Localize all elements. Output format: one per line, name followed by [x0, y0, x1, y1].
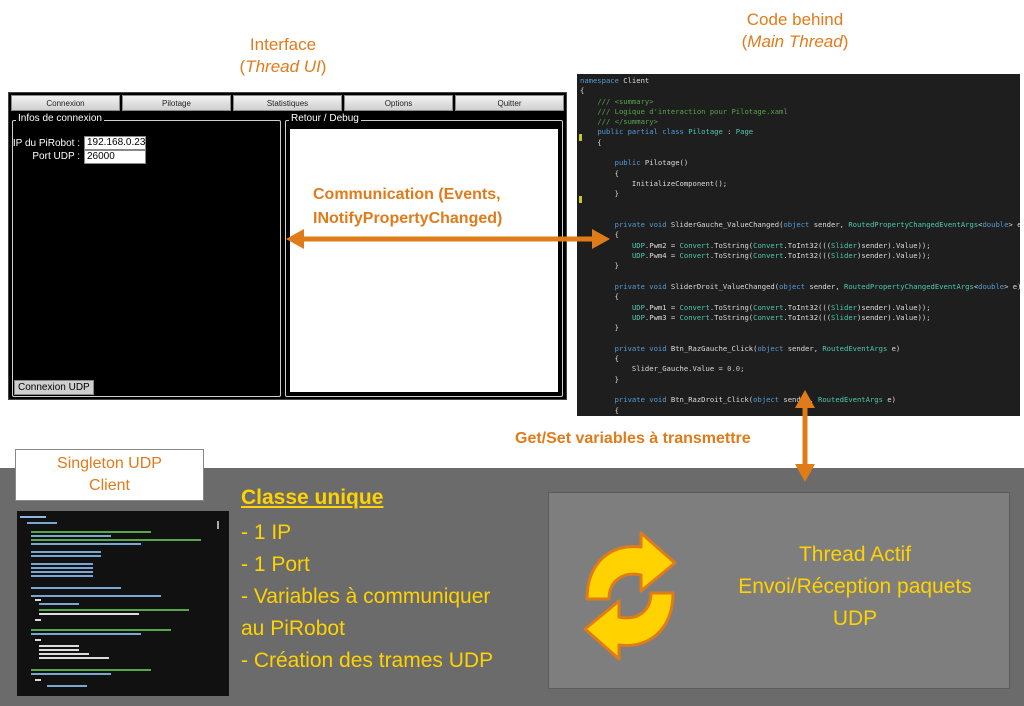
bullet-variables: - Variables à communiquer — [241, 585, 491, 608]
bullet-port: - 1 Port — [241, 553, 310, 576]
tab-connexion[interactable]: Connexion — [11, 95, 120, 111]
ip-label: IP du PiRobot : — [12, 138, 80, 149]
classe-unique-title: Classe unique — [241, 486, 384, 509]
communication-label: Communication (Events, INotifyPropertyCh… — [313, 186, 503, 227]
debug-textbox[interactable] — [290, 129, 558, 392]
gutter-mark — [579, 196, 582, 203]
ip-input[interactable]: 192.168.0.23 — [84, 136, 146, 150]
bullet-trames: - Création des trames UDP — [241, 649, 494, 672]
infos-connexion-group: Infos de connexion IP du PiRobot : 192.1… — [12, 113, 281, 397]
tab-options[interactable]: Options — [344, 95, 453, 111]
thread-line2: Envoi/Réception paquets — [738, 575, 972, 598]
singleton-line1: Singleton UDP — [57, 455, 162, 472]
interface-title: Interface (Thread UI) — [239, 35, 327, 76]
getset-label: Get/Set variables à transmettre — [515, 430, 751, 447]
tab-pilotage[interactable]: Pilotage — [122, 95, 231, 111]
getset-arrow-top-head — [795, 390, 815, 408]
port-label: Port UDP : — [32, 151, 80, 162]
singleton-code-screenshot — [17, 511, 229, 696]
communication-arrow-left-head — [286, 229, 304, 249]
thread-text: Thread Actif Envoi/Réception paquets UDP — [700, 539, 1010, 635]
infos-connexion-title: Infos de connexion — [16, 113, 104, 124]
tab-bar: Connexion Pilotage Statistiques Options … — [11, 95, 564, 111]
bullet-pirobot: au PiRobot — [241, 617, 345, 640]
tab-statistiques[interactable]: Statistiques — [233, 95, 342, 111]
debug-title: Retour / Debug — [289, 113, 361, 124]
wpf-window-screenshot: Connexion Pilotage Statistiques Options … — [8, 92, 567, 400]
code-gutter — [577, 74, 587, 416]
classe-bullets: - 1 IP - 1 Port - Variables à communique… — [241, 517, 493, 677]
gutter-mark — [579, 134, 582, 141]
code-text: namespace Client { /// <summary> /// Log… — [580, 76, 1020, 416]
singleton-line2: Client — [89, 477, 130, 494]
bullet-ip: - 1 IP — [241, 521, 292, 544]
singleton-label-box: Singleton UDP Client — [15, 449, 204, 501]
communication-arrow-right-head — [592, 229, 610, 249]
debug-group: Retour / Debug — [285, 113, 563, 397]
getset-arrow-bottom-head — [795, 464, 815, 482]
connexion-udp-button[interactable]: Connexion UDP — [14, 380, 94, 395]
port-input[interactable]: 26000 — [84, 150, 146, 164]
thread-line1: Thread Actif — [798, 543, 912, 566]
code-behind-title: Code behind (Main Thread) — [741, 10, 849, 51]
mini-code-lines — [20, 516, 219, 687]
code-editor-screenshot: namespace Client { /// <summary> /// Log… — [577, 74, 1020, 416]
cycle-arrows-icon — [583, 531, 677, 661]
thread-line3: UDP — [832, 607, 878, 630]
thread-box — [548, 492, 1010, 689]
tab-quitter[interactable]: Quitter — [455, 95, 564, 111]
